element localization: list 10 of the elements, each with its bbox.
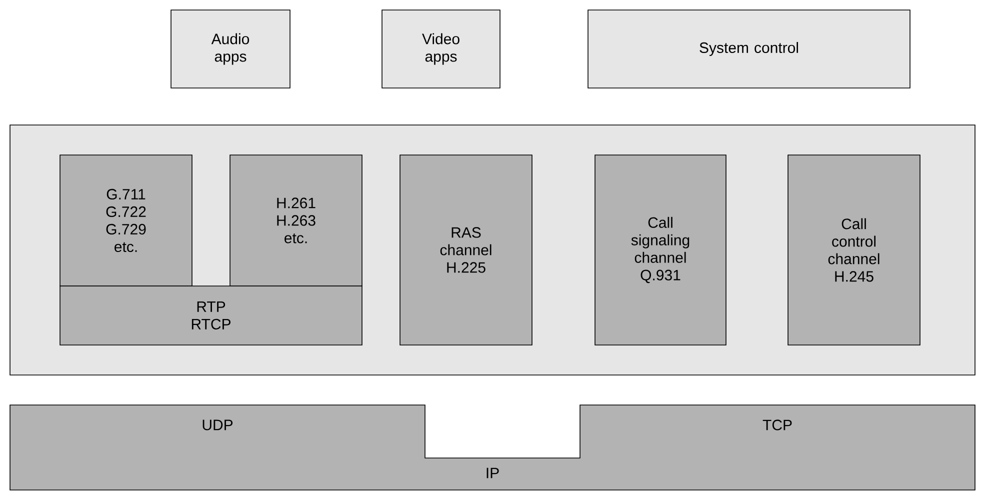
codec-box: G.711 G.722 G.729 etc. [60,154,192,286]
channel-box: RAS channel H.225 [400,154,532,346]
protocol-stack-block: UDP TCP IP [10,404,976,490]
codec-box: H.261 H.263 etc. [230,154,362,286]
application-box: Audio apps [170,10,290,88]
application-box: System control [588,10,910,88]
transport-box: RTP RTCP [60,286,362,346]
channel-box: Call control channel H.245 [788,154,920,346]
application-box: Video apps [382,10,500,88]
channel-box: Call signaling channel Q.931 [594,154,726,346]
